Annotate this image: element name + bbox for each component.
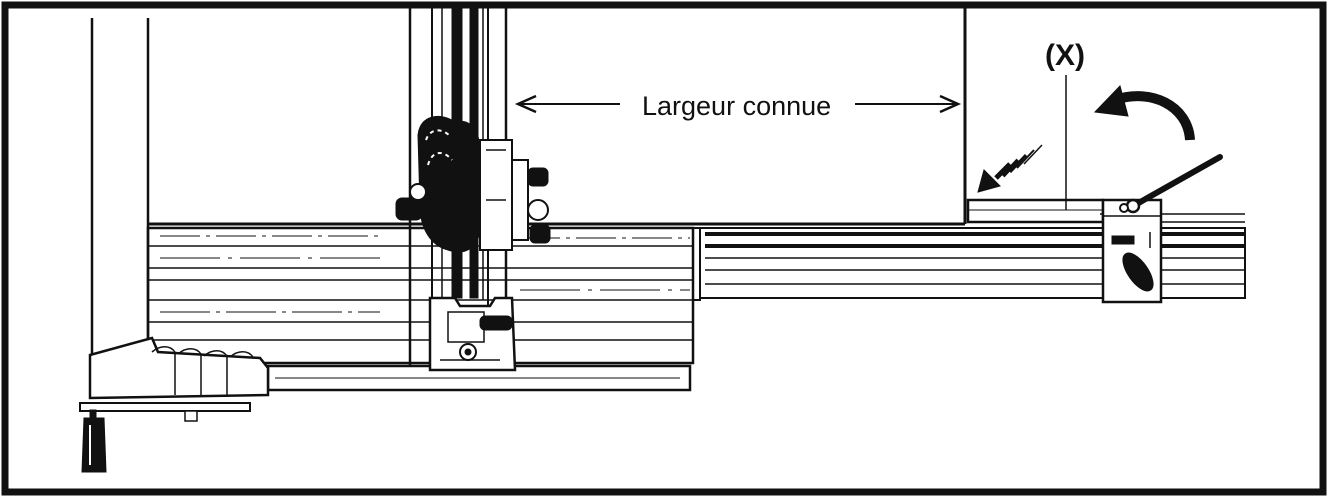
saw-head: [395, 115, 551, 253]
arrow-left-icon: [514, 94, 620, 114]
curved-arrow-icon: [1093, 85, 1195, 141]
front-clamp: [79, 336, 270, 422]
table-board: [148, 8, 1105, 226]
motion-arrow-icon: [977, 144, 1043, 193]
lock-lever: [1119, 154, 1223, 214]
lower-carriage: [428, 296, 517, 372]
arrow-right-icon: [855, 94, 962, 114]
width-label: Largeur connue: [642, 91, 831, 121]
lock-block: [1101, 198, 1163, 304]
marker-label: (X): [1045, 39, 1085, 72]
hand-crank: [81, 409, 107, 473]
